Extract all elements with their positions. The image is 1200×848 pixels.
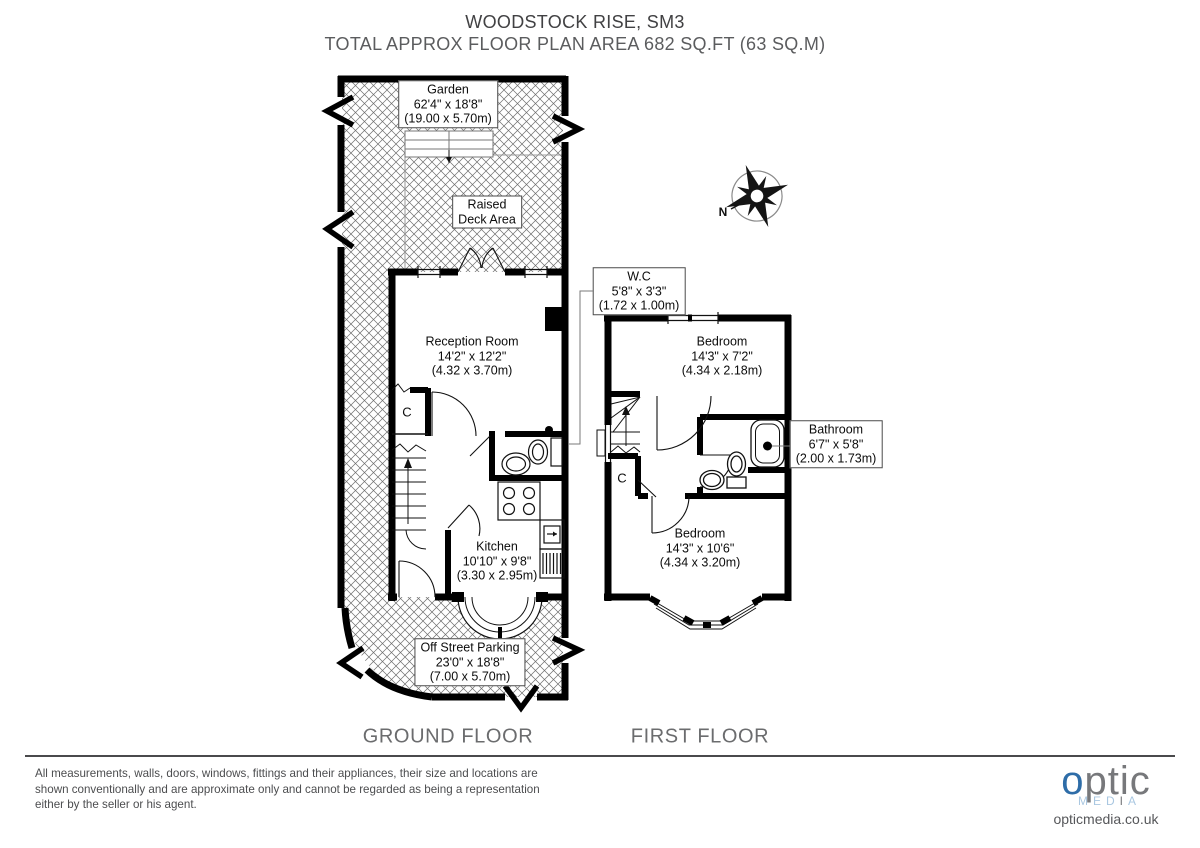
- toilet-cistern-first: [726, 476, 747, 489]
- parking-label: Off Street Parking 23'0" x 18'8" (7.00 x…: [414, 638, 526, 686]
- page-title: WOODSTOCK RISE, SM3: [465, 12, 685, 32]
- logo-o: o: [1061, 759, 1085, 803]
- toilet-cistern: [550, 437, 563, 467]
- disclaimer-line: either by the seller or his agent.: [35, 798, 197, 812]
- first-interior-walls: [608, 391, 788, 499]
- first-stairs: [610, 396, 641, 454]
- ground-stairs: [391, 443, 427, 550]
- kitchen-label: Kitchen 10'10" x 9'8" (3.30 x 2.95m): [456, 539, 538, 583]
- garden-area: [342, 82, 563, 697]
- first-top-windows: [667, 312, 719, 324]
- garden-steps: [404, 130, 494, 163]
- light-dot: [545, 426, 553, 434]
- french-doors: [457, 247, 506, 273]
- compass-icon: [725, 164, 789, 228]
- disclaimer-text: All measurements, walls, doors, windows,…: [35, 766, 540, 813]
- ground-doors: [398, 391, 491, 598]
- logo-brand: optic: [1036, 760, 1176, 802]
- chimney-breast: [545, 307, 566, 331]
- appliance-icon: [539, 548, 565, 579]
- first-cupboard-label: C: [617, 470, 627, 486]
- ground-floor-caption: GROUND FLOOR: [362, 725, 534, 748]
- ground-house-walls: [388, 268, 566, 601]
- ground-cupboard-label: C: [402, 404, 412, 420]
- compass-north-label: N: [718, 205, 728, 219]
- page-subtitle: TOTAL APPROX FLOOR PLAN AREA 682 SQ.FT (…: [324, 34, 826, 54]
- logo-media: MEDIA: [1078, 794, 1142, 808]
- bedroom1-label: Bedroom 14'3" x 7'2" (4.34 x 2.18m): [681, 334, 763, 378]
- ground-interior-walls: [410, 387, 566, 597]
- disclaimer-line: All measurements, walls, doors, windows,…: [35, 767, 538, 780]
- ground-cupboard: [391, 383, 428, 435]
- hob-icon: [497, 481, 541, 521]
- reception-room-label: Reception Room 14'2" x 12'2" (4.32 x 3.7…: [425, 334, 519, 378]
- wc-label: W.C 5'8" x 3'3" (1.72 x 1.00m): [592, 267, 686, 315]
- rear-windows: [417, 266, 548, 278]
- optic-media-logo: optic MEDIA opticmedia.co.uk: [1036, 760, 1176, 827]
- wall-breaks: [321, 94, 586, 713]
- wc-fixtures: [501, 426, 563, 476]
- garden-walls: [337, 75, 569, 701]
- ground-floor-plan: [321, 75, 598, 713]
- bedroom-bay-window: [648, 595, 764, 630]
- first-outer-walls: [604, 314, 792, 601]
- footer-divider: [25, 755, 1175, 757]
- disclaimer-line: shown conventionally and are approximate…: [35, 782, 540, 796]
- raised-deck-label: Raised Deck Area: [452, 195, 522, 229]
- bathroom-label: Bathroom 6'7" x 5'8" (2.00 x 1.73m): [789, 420, 883, 468]
- kitchen-fixtures: [497, 481, 565, 579]
- first-floor-plan: [596, 312, 795, 630]
- logo-ptic: ptic: [1084, 759, 1151, 803]
- garden-label: Garden 62'4" x 18'8" (19.00 x 5.70m): [398, 80, 498, 128]
- bathroom-fixtures: [699, 419, 785, 491]
- wc-label-connector: [568, 290, 598, 445]
- bedroom2-label: Bedroom 14'3" x 10'6" (4.34 x 3.20m): [659, 526, 741, 570]
- first-floor-caption: FIRST FLOOR: [630, 725, 770, 748]
- first-left-window: [596, 425, 612, 462]
- logo-website: opticmedia.co.uk: [1053, 811, 1159, 828]
- floorplan-drawing: [321, 75, 795, 713]
